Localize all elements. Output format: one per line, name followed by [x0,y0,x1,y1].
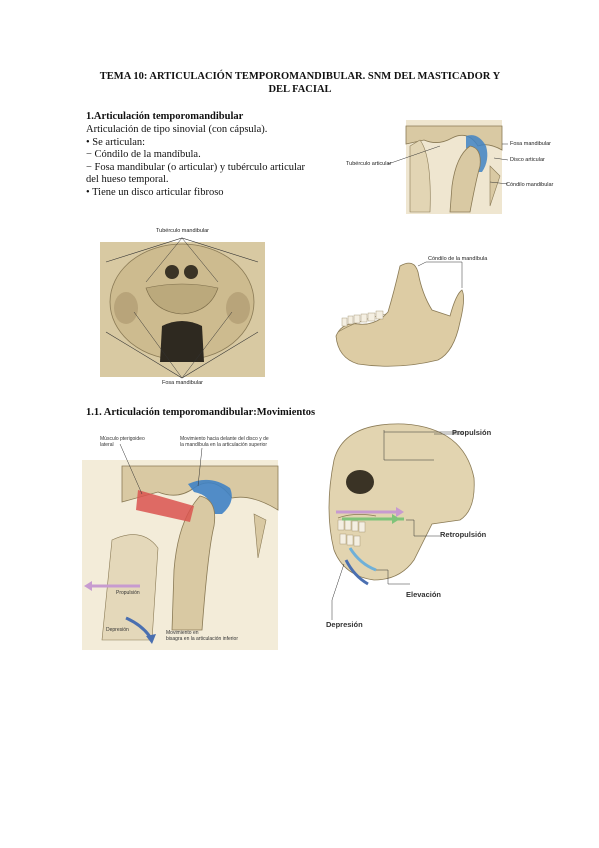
body-line: • Se articulan: [86,136,146,148]
label-condilo-mandibula: Cóndilo de la mandíbula [428,256,488,262]
mandible-figure: Cóndilo de la mandíbula [328,252,528,372]
skull-base-figure: Tubérculo mandibular Fosa mandibular [86,222,276,397]
section1-body: Articulación de tipo sinovial (con cápsu… [86,124,305,200]
movements-detail-figure: Músculo pterigoideo lateral Movimiento h… [82,430,282,650]
tmj-section-figure: Fosa mandibular Disco articular Cóndilo … [340,116,553,216]
label-fosa-mandibular: Fosa mandibular [510,141,551,147]
page-title-line2: DEL FACIAL [268,84,332,95]
body-line: del hueso temporal. [86,174,169,186]
section1-heading: 1.Articulación temporomandibular [86,111,244,122]
body-line: − Cóndilo de la mandíbula. [86,149,201,161]
label-tuberculo-mandibular: Tubérculo mandibular [156,228,209,234]
label-disco-articular: Disco articular [510,157,545,163]
body-line: Articulación de tipo sinovial (con cápsu… [86,124,268,135]
movements-skull-illustration [328,423,475,620]
label-fosa-mandibular-base: Fosa mandibular [162,380,203,386]
label-retropulsion: Retropulsión [440,530,487,539]
page-title-line1: TEMA 10: ARTICULACIÓN TEMPOROMANDIBULAR.… [99,71,501,82]
section2-heading: 1.1. Articulación temporomandibular:Movi… [86,407,316,418]
page-title: TEMA 10: ARTICULACIÓN TEMPOROMANDIBULAR.… [60,70,540,96]
label-depresion-left: Depresión [106,627,129,633]
tmj-section-illustration [387,120,509,214]
movements-skull-figure: Propulsión Retropulsión Elevación Depres… [314,420,528,635]
label-tuberculo-articular: Tubérculo articular [346,161,392,167]
label-musculo-pterigoideo: Músculo pterigoideo lateral [100,436,145,448]
movements-detail-illustration [82,443,279,650]
label-depresion-right: Depresión [326,620,363,629]
body-line: − Fosa mandibular (o articular) y tubérc… [86,161,306,173]
body-line: • Tiene un disco articular fibroso [86,186,224,198]
label-movimiento-superior: Movimiento hacia delante del disco y de … [180,436,269,448]
label-movimiento-inferior: Movimiento en bisagra en la articulación… [166,630,238,642]
label-propulsion-left: Propulsión [116,590,140,596]
label-elevacion: Elevación [406,590,442,599]
label-condilo-mandibular: Cóndilo mandibular [506,182,554,188]
mandible-illustration [335,261,464,367]
label-propulsion-right: Propulsión [452,428,492,437]
skull-base-illustration [100,237,265,379]
